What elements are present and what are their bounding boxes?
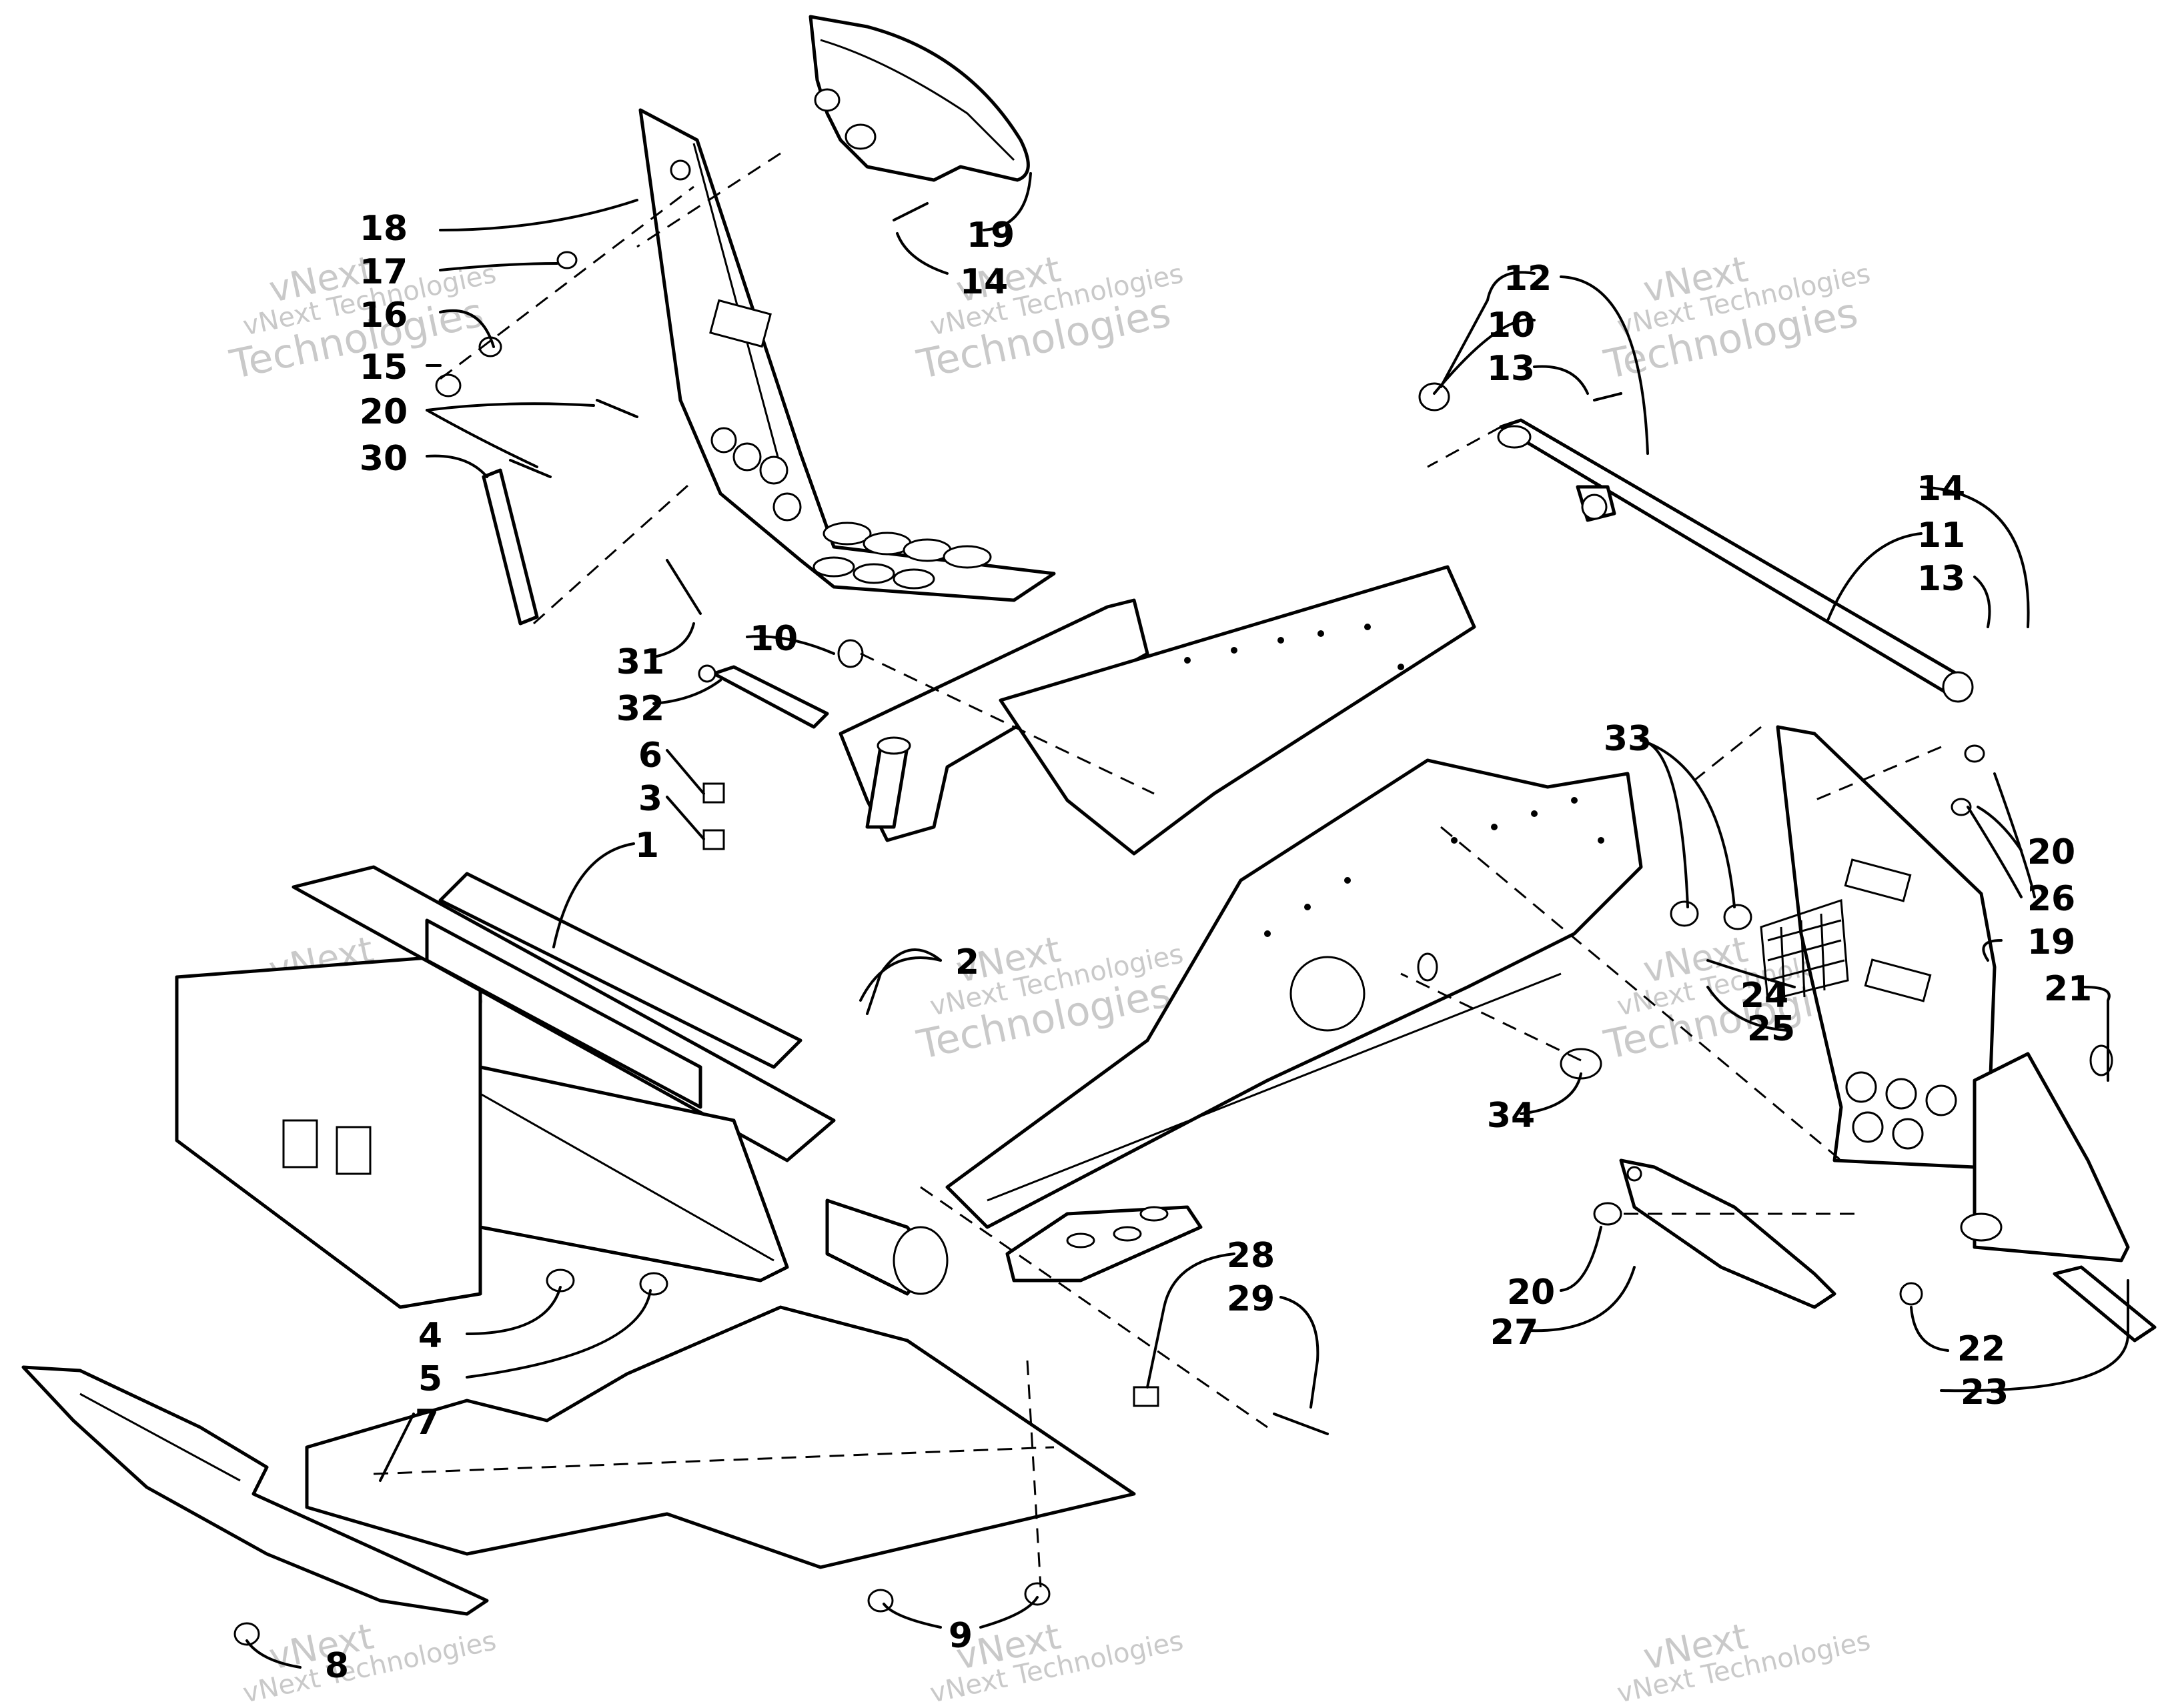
callout-label: 18 xyxy=(360,209,408,249)
strip-32 xyxy=(712,665,829,729)
callout-label: 9 xyxy=(949,1616,973,1656)
callout-label: 29 xyxy=(1227,1279,1275,1319)
callout-label: 3 xyxy=(638,779,662,819)
callout-label: 11 xyxy=(1917,516,1965,556)
callout-label: 1 xyxy=(635,826,659,866)
callout-label: 28 xyxy=(1227,1236,1275,1276)
mesh-screen xyxy=(1760,898,1849,1002)
callout-label: 20 xyxy=(1507,1272,1555,1313)
callout-label: 13 xyxy=(1917,559,1965,599)
callout-label: 8 xyxy=(325,1646,349,1686)
callout-label: 21 xyxy=(2044,969,2092,1009)
main-frame xyxy=(175,565,1643,1309)
callout-label: 19 xyxy=(2027,922,2075,962)
right-steering-support xyxy=(1776,725,2130,1262)
callout-label: 10 xyxy=(750,619,798,659)
callout-label: 2 xyxy=(955,942,979,982)
callout-label: 16 xyxy=(360,295,408,335)
left-steering-support xyxy=(638,108,1056,602)
callout-label: 7 xyxy=(415,1403,439,1443)
callout-label: 34 xyxy=(1487,1096,1535,1136)
watermark: vNext vNext Technologies xyxy=(1614,1615,1873,1708)
callout-labels: 18 17 16 15 20 30 19 14 10 31 32 6 3 1 2… xyxy=(325,209,2092,1686)
callout-label: 26 xyxy=(2027,879,2075,919)
callout-label: 17 xyxy=(360,252,408,292)
callout-label: 31 xyxy=(616,642,664,682)
center-lines xyxy=(440,152,1942,1588)
bracket-24 xyxy=(1619,1158,1836,1309)
callout-label: 30 xyxy=(360,439,408,479)
callout-label: 12 xyxy=(1504,259,1552,299)
callout-label: 13 xyxy=(1487,349,1535,389)
callout-label: 33 xyxy=(1604,719,1652,759)
callout-label: 6 xyxy=(638,736,662,776)
callout-label: 27 xyxy=(1490,1313,1538,1353)
callout-label: 25 xyxy=(1747,1009,1795,1049)
callout-label: 22 xyxy=(1957,1329,2005,1369)
watermark: vNext vNext Technologies Technologies xyxy=(1600,248,1872,389)
belly-pan xyxy=(305,1305,1136,1569)
callout-label: 5 xyxy=(418,1359,442,1399)
callout-label: 4 xyxy=(418,1316,442,1356)
nose-cone xyxy=(808,15,1030,182)
front-skid-plate xyxy=(21,1365,489,1616)
watermark: vNext vNext Technologies Technologies xyxy=(913,248,1185,389)
bracket-23 xyxy=(2053,1265,2157,1343)
callout-label: 20 xyxy=(360,392,408,432)
callout-label: 15 xyxy=(360,347,408,387)
callout-label: 32 xyxy=(616,689,664,729)
callout-label: 20 xyxy=(2027,832,2075,872)
callout-label: 14 xyxy=(1917,469,1965,509)
callout-label: 19 xyxy=(967,215,1015,255)
callout-label: 10 xyxy=(1487,305,1535,345)
leader-lines xyxy=(245,172,2129,1669)
steering-bar xyxy=(1497,418,1974,703)
rod-30 xyxy=(482,468,539,626)
callout-label: 24 xyxy=(1740,976,1788,1016)
callout-label: 14 xyxy=(960,262,1008,302)
callout-label: 23 xyxy=(1961,1373,2009,1413)
